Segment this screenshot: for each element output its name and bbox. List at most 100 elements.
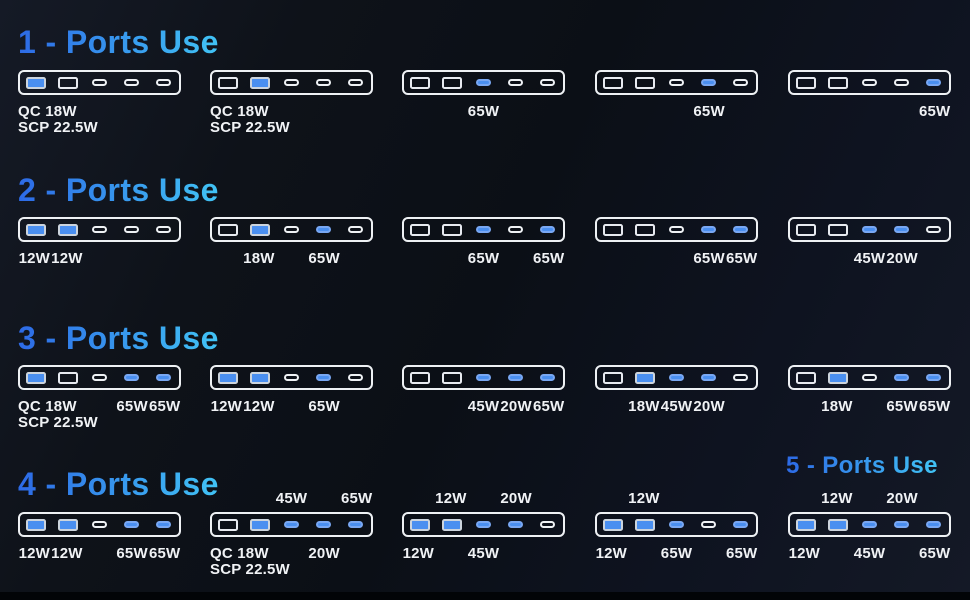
port-slot-3 — [661, 514, 693, 535]
port-slot-1 — [20, 367, 52, 388]
charger-outline — [788, 70, 951, 95]
usb-c-port-4-active — [507, 374, 523, 381]
port-slot-2 — [244, 367, 276, 388]
usb-c-port-4 — [507, 226, 523, 233]
usb-a-port-1 — [217, 223, 238, 236]
usb-c-port-5 — [539, 79, 555, 86]
port-slot-3 — [854, 72, 886, 93]
port-slot-1 — [790, 219, 822, 240]
wattage-label: 65W — [886, 399, 917, 415]
charger-outline — [18, 70, 181, 95]
usb-a-port-2 — [441, 223, 462, 236]
wattage-label: 45W — [468, 399, 499, 415]
port-slot-5 — [531, 514, 563, 535]
wattage-label-line: 20W — [693, 398, 725, 415]
port-slot-1 — [597, 219, 629, 240]
usb-a-port-1 — [795, 76, 816, 89]
port-slot-1 — [212, 72, 244, 93]
wattage-label-line: 12W — [595, 545, 628, 562]
wattage-label: 12W — [628, 491, 659, 507]
wattage-label: 20W — [308, 546, 339, 562]
port-slot-4 — [499, 219, 531, 240]
port-slot-3 — [276, 219, 308, 240]
charger-row1-col5: 65W — [788, 70, 951, 120]
port-slot-4 — [307, 514, 339, 535]
port-slot-3 — [661, 367, 693, 388]
wattage-label: 45W — [468, 546, 499, 562]
usb-c-port-3 — [861, 79, 877, 86]
port-slot-3 — [468, 514, 500, 535]
usb-c-port-5-active — [732, 226, 748, 233]
wattage-label-line: 20W — [886, 250, 918, 267]
usb-c-port-5 — [155, 79, 171, 86]
port-slot-1 — [404, 219, 436, 240]
port-slot-4 — [692, 514, 724, 535]
wattage-label: 12W — [51, 546, 82, 562]
wattage-label: 12W — [596, 546, 627, 562]
usb-a-port-1 — [217, 76, 238, 89]
usb-c-port-3 — [283, 226, 299, 233]
wattage-label-line: SCP 22.5W — [210, 561, 290, 578]
port-slot-1 — [597, 367, 629, 388]
usb-a-port-2-active — [634, 518, 655, 531]
usb-a-port-1-active — [25, 371, 46, 384]
usb-a-port-2-active — [827, 371, 848, 384]
usb-c-port-3-active — [475, 226, 491, 233]
port-slot-4 — [692, 219, 724, 240]
usb-a-port-2-active — [249, 223, 270, 236]
usb-c-port-3 — [668, 79, 684, 86]
wattage-label-line: 12W — [243, 398, 275, 415]
wattage-label-line: 45W — [467, 398, 500, 415]
wattage-label-line: 65W — [532, 398, 565, 415]
wattage-label: 65W — [919, 399, 950, 415]
usb-a-port-2 — [57, 371, 78, 384]
wattage-label-line: 65W — [918, 103, 951, 120]
wattage-label-line: 12W — [18, 545, 51, 562]
usb-c-port-5-active — [925, 521, 941, 528]
wattage-label-line: 65W — [148, 545, 181, 562]
wattage-label: 18W — [628, 399, 659, 415]
port-slot-4 — [885, 367, 917, 388]
wattage-label-line: 12W — [402, 545, 435, 562]
charger-row1-col3: 65W — [402, 70, 565, 120]
usb-c-port-5 — [539, 521, 555, 528]
port-slot-1 — [597, 514, 629, 535]
port-slot-5 — [339, 514, 371, 535]
wattage-label-line: 65W — [467, 250, 500, 267]
port-slot-2 — [244, 219, 276, 240]
charger-row1-col4: 65W — [595, 70, 758, 120]
port-slot-2 — [436, 514, 468, 535]
usb-c-port-3-active — [475, 374, 491, 381]
wattage-label: 65W — [308, 399, 339, 415]
usb-c-port-4-active — [507, 521, 523, 528]
port-slot-2 — [822, 219, 854, 240]
port-slot-4 — [115, 514, 147, 535]
port-slot-3 — [854, 367, 886, 388]
charger-outline — [595, 365, 758, 390]
usb-a-port-2-active — [441, 518, 462, 531]
port-slot-1 — [212, 219, 244, 240]
wattage-label-line: 20W — [308, 545, 340, 562]
usb-c-port-5-active — [732, 521, 748, 528]
port-slot-4 — [885, 219, 917, 240]
usb-a-port-1 — [602, 371, 623, 384]
usb-a-port-2-active — [57, 223, 78, 236]
port-slot-2 — [52, 72, 84, 93]
port-slot-5 — [531, 367, 563, 388]
wattage-label: 12W — [435, 491, 466, 507]
port-slot-1 — [597, 72, 629, 93]
wattage-label-line: 65W — [116, 545, 148, 562]
port-slot-2 — [822, 367, 854, 388]
wattage-label: 65W — [149, 546, 180, 562]
wattage-label-line: 20W — [500, 490, 532, 507]
port-slot-4 — [307, 219, 339, 240]
wattage-label: 12W — [19, 546, 50, 562]
port-slot-4 — [499, 367, 531, 388]
